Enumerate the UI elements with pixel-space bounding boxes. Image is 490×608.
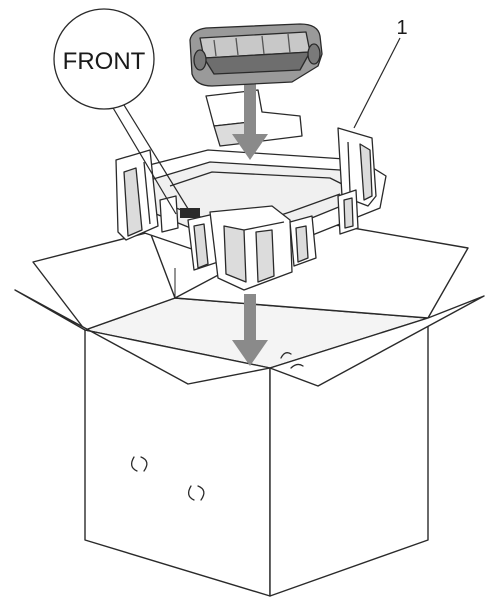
drum-unit	[190, 24, 322, 86]
callout-pointer-tab	[180, 208, 200, 218]
carton-box	[85, 268, 428, 596]
part-number-leader	[354, 38, 400, 128]
part-number-label: 1	[396, 17, 407, 39]
part-number-callout: 1	[354, 17, 408, 128]
callout-label: FRONT	[63, 48, 146, 75]
